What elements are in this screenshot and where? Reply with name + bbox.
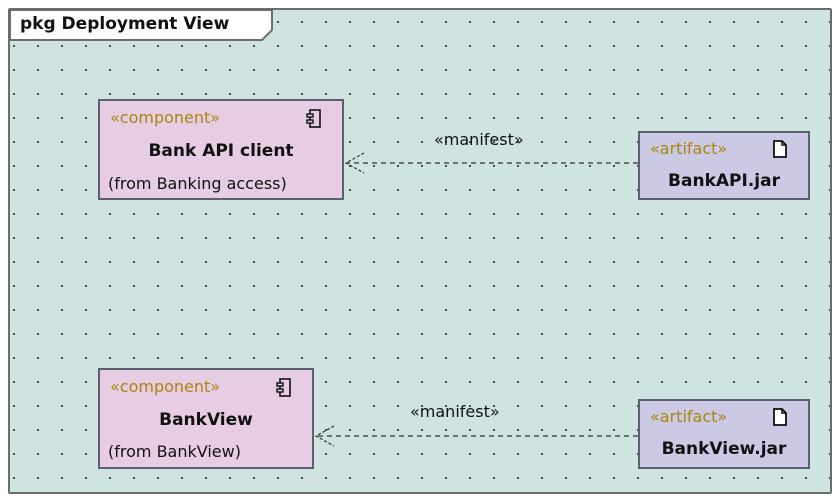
component-stereotype: «component» <box>110 377 221 396</box>
frame-tab-outline <box>10 10 273 41</box>
artifact-bankview-jar[interactable]: «artifact» BankView.jar <box>638 399 810 469</box>
component-origin: (from BankView) <box>108 442 241 461</box>
component-name: BankView <box>159 410 253 430</box>
artifact-name: BankView.jar <box>661 439 787 459</box>
component-bankview[interactable]: «component» BankView (from BankView) <box>98 368 314 469</box>
artifact-name: BankAPI.jar <box>668 171 780 191</box>
frame-title: pkg Deployment View <box>20 14 230 34</box>
manifest-edge-1[interactable] <box>344 152 638 174</box>
component-name: Bank API client <box>148 141 294 161</box>
artifact-stereotype: «artifact» <box>650 407 728 426</box>
manifest-edge-2[interactable] <box>314 425 638 447</box>
component-origin: (from Banking access) <box>108 174 287 193</box>
document-icon <box>772 140 788 162</box>
manifest-label-2: «manifest» <box>410 402 500 421</box>
component-icon <box>276 378 292 402</box>
artifact-stereotype: «artifact» <box>650 139 728 158</box>
manifest-label-1: «manifest» <box>434 130 524 149</box>
component-stereotype: «component» <box>110 108 221 127</box>
component-icon <box>306 109 322 133</box>
component-bank-api-client[interactable]: «component» Bank API client (from Bankin… <box>98 99 344 200</box>
artifact-bankapi-jar[interactable]: «artifact» BankAPI.jar <box>638 131 810 200</box>
document-icon <box>772 408 788 430</box>
